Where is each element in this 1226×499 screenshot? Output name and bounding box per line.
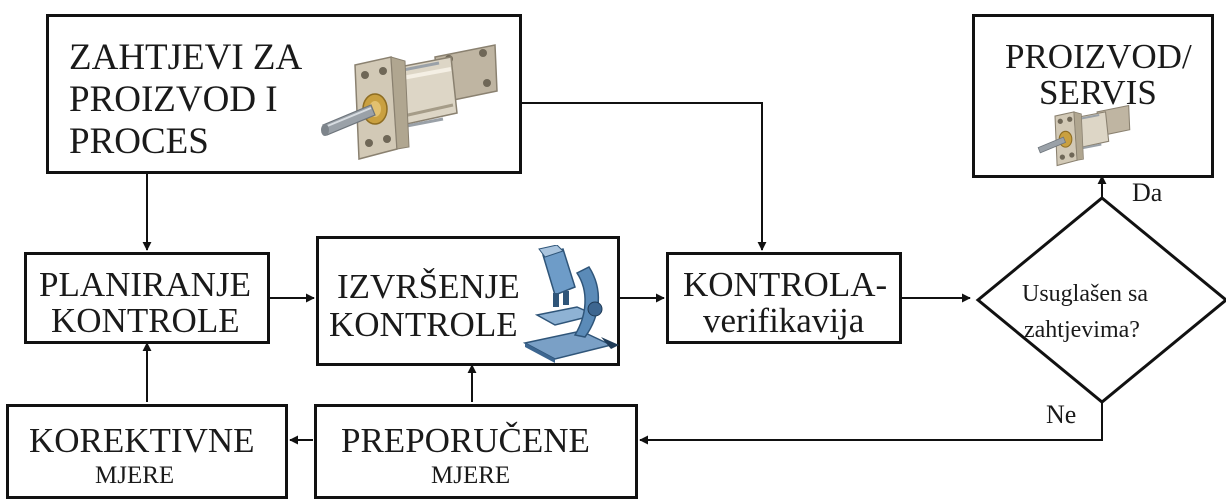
yes-label: Da — [1132, 178, 1163, 207]
planning-line-2: KONTROLE — [51, 301, 240, 340]
corrective-box: KOREKTIVNE MJERE — [6, 404, 288, 499]
arrow-decision-to-recommended — [639, 402, 1103, 445]
planning-box: PLANIRANJE KONTROLE — [24, 252, 270, 344]
requirements-line-3: PROCES — [69, 121, 209, 162]
product-line-2: SERVIS — [1039, 73, 1157, 112]
recommended-box: PREPORUČENE MJERE — [314, 404, 638, 499]
decision-diamond — [975, 196, 1226, 404]
hydraulic-cylinder-icon — [1037, 104, 1131, 167]
decision-line-1: Usuglašen sa — [1022, 281, 1148, 307]
product-box: PROIZVOD/ SERVIS — [972, 14, 1214, 178]
requirements-line-2: PROIZVOD I — [69, 79, 278, 120]
planning-line-1: PLANIRANJE — [39, 265, 251, 304]
recommended-line-1: PREPORUČENE — [341, 421, 590, 460]
corrective-line-1: KOREKTIVNE — [29, 421, 255, 460]
arrow-requirements-to-verification — [520, 102, 767, 251]
no-label: Ne — [1046, 400, 1077, 429]
execution-line-2: KONTROLE — [329, 305, 518, 344]
decision-line-2: zahtjevima? — [1024, 317, 1140, 343]
hydraulic-cylinder-icon — [321, 44, 498, 160]
requirements-box: ZAHTJEVI ZA PROIZVOD I PROCES — [46, 14, 522, 174]
verification-box: KONTROLA- verifikavija — [666, 252, 902, 344]
verification-line-2: verifikavija — [703, 301, 865, 340]
verification-line-1: KONTROLA- — [683, 265, 888, 304]
microscope-icon — [522, 245, 619, 363]
execution-line-1: IZVRŠENJE — [337, 267, 520, 306]
product-line-1: PROIZVOD/ — [1005, 37, 1192, 76]
corrective-line-2: MJERE — [95, 462, 175, 489]
recommended-line-2: MJERE — [431, 462, 511, 489]
requirements-line-1: ZAHTJEVI ZA — [69, 37, 303, 78]
execution-box: IZVRŠENJE KONTROLE — [316, 236, 620, 366]
